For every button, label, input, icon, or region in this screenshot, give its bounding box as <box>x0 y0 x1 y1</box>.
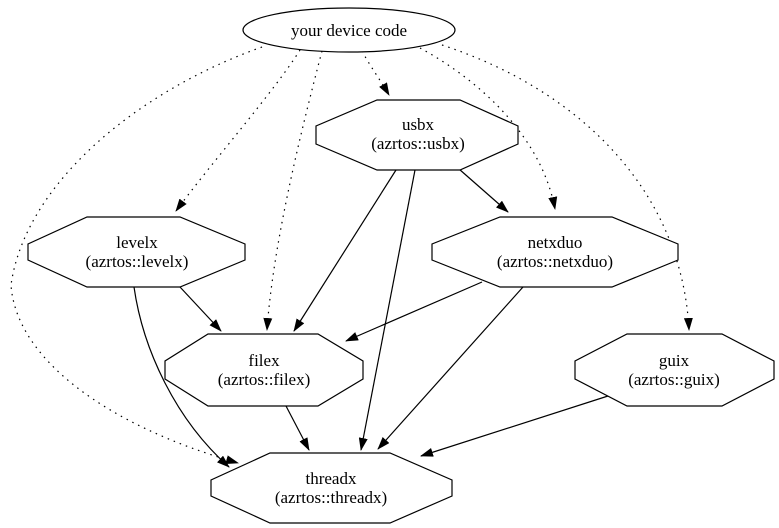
edge-usbx-to-filex <box>293 169 397 332</box>
edge-device-code-to-threadx <box>10 46 263 465</box>
node-filex-label: filex <box>248 351 280 370</box>
node-filex-sublabel: (azrtos::filex) <box>218 370 311 389</box>
node-levelx-shape <box>27 216 246 288</box>
node-usbx-label: usbx <box>402 115 435 134</box>
edge-levelx-to-filex <box>179 286 222 332</box>
edge-usbx-to-netxduo <box>458 168 509 213</box>
node-netxduo-sublabel: (azrtos::netxduo) <box>497 252 613 271</box>
edge-guix-to-threadx <box>420 395 609 457</box>
edge-device-code-to-levelx <box>175 49 301 212</box>
node-threadx-shape <box>210 452 453 524</box>
node-usbx: usbx (azrtos::usbx) <box>315 99 519 171</box>
node-your-device-code-label: your device code <box>291 21 407 40</box>
node-netxduo-shape <box>431 216 679 288</box>
edge-netxduo-to-threadx <box>377 286 524 450</box>
node-threadx: threadx (azrtos::threadx) <box>210 452 453 524</box>
node-levelx-sublabel: (azrtos::levelx) <box>86 252 189 271</box>
node-threadx-label: threadx <box>306 469 357 488</box>
node-guix-sublabel: (azrtos::guix) <box>628 370 720 389</box>
node-guix: guix (azrtos::guix) <box>574 333 775 407</box>
node-guix-shape <box>574 333 775 407</box>
edge-device-code-to-usbx <box>361 50 390 96</box>
edge-usbx-to-threadx <box>358 169 416 451</box>
node-levelx: levelx (azrtos::levelx) <box>27 216 246 288</box>
edge-device-code-to-filex <box>263 50 323 331</box>
node-guix-label: guix <box>659 351 690 370</box>
node-levelx-label: levelx <box>116 233 158 252</box>
node-filex-shape <box>164 333 364 407</box>
node-your-device-code: your device code <box>242 7 456 53</box>
node-your-device-code-shape <box>242 7 456 53</box>
node-usbx-shape <box>315 99 519 171</box>
node-usbx-sublabel: (azrtos::usbx) <box>371 134 464 153</box>
node-netxduo: netxduo (azrtos::netxduo) <box>431 216 679 288</box>
edge-levelx-to-threadx <box>133 286 230 468</box>
node-filex: filex (azrtos::filex) <box>164 333 364 407</box>
edge-netxduo-to-filex <box>345 281 483 342</box>
edge-device-code-to-guix <box>441 44 693 331</box>
edge-filex-to-threadx <box>285 405 310 451</box>
node-netxduo-label: netxduo <box>528 233 583 252</box>
node-threadx-sublabel: (azrtos::threadx) <box>275 488 387 507</box>
